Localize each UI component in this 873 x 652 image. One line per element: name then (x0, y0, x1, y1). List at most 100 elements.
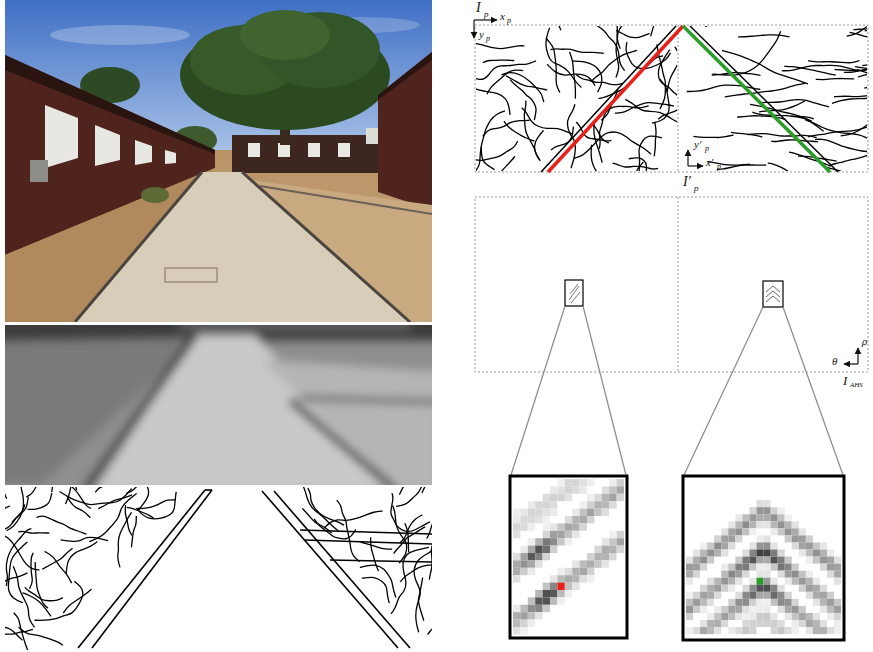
accumulator-cell (813, 599, 820, 606)
accumulator-cell (587, 494, 594, 501)
accumulator-cell (742, 592, 749, 599)
edge-curve (89, 493, 136, 541)
street-photo (278, 143, 290, 157)
accumulator-cell (834, 564, 841, 571)
accumulator-cell (707, 550, 714, 557)
accumulator-cell (771, 514, 778, 521)
accumulator-cell (609, 531, 616, 538)
accumulator-cell (749, 528, 756, 535)
accumulator-cell (707, 613, 714, 620)
accumulator-cell (550, 546, 557, 553)
edge-curve (535, 130, 544, 160)
edge-curve (66, 487, 108, 504)
accumulator-cell (735, 627, 742, 634)
accumulator-cell (827, 550, 834, 557)
accumulator-cell (520, 546, 527, 553)
accumulator-cell (792, 528, 799, 535)
edge-curve (615, 103, 674, 114)
accumulator-cell (572, 583, 579, 590)
accumulator-cell (792, 627, 799, 634)
accumulator-cell (764, 507, 771, 514)
axis-label: I′ (683, 175, 691, 189)
accumulator-cell (528, 597, 535, 604)
edge-curve (308, 488, 344, 525)
accumulator-cell (749, 542, 756, 549)
accumulator-cell (557, 538, 564, 545)
edge-curve (26, 487, 78, 497)
accumulator-cell (834, 599, 841, 606)
edge-curve (524, 101, 540, 161)
edge-curve (405, 523, 409, 552)
edge-curve (13, 566, 34, 627)
accumulator-cell (714, 542, 721, 549)
accumulator-cell (785, 599, 792, 606)
accumulator-cell (757, 542, 764, 549)
edge-curve (360, 565, 396, 598)
accumulator-cell (764, 535, 771, 542)
accumulator-cell (792, 521, 799, 528)
edge-curve (815, 139, 867, 151)
accumulator-cell (587, 479, 594, 486)
accumulator-cell (785, 627, 792, 634)
accumulator-cell (785, 557, 792, 564)
accumulator-cell (785, 535, 792, 542)
hough-space (678, 197, 679, 372)
accumulator-cell (513, 531, 520, 538)
accumulator-cell (728, 585, 735, 592)
accumulator-cell (700, 606, 707, 613)
accumulator-cell (757, 606, 764, 613)
accumulator-cell (721, 585, 728, 592)
edge-curve (492, 156, 515, 171)
accumulator-cell (707, 620, 714, 627)
edge-curve (137, 500, 175, 509)
axis-arrows (857, 348, 858, 364)
accumulator-cell (520, 627, 527, 634)
accumulator-cell (543, 501, 550, 508)
edge-curve (633, 162, 643, 171)
accumulator-cell (834, 620, 841, 627)
edge-curve (414, 548, 432, 632)
accumulator-cell (714, 620, 721, 627)
accumulator-cell (543, 605, 550, 612)
accumulator-cell (528, 509, 535, 516)
accumulator-cell (572, 509, 579, 516)
edge-curve (855, 67, 867, 70)
accumulator-cell (792, 599, 799, 606)
accumulator-cell (749, 557, 756, 564)
edge-curve (612, 163, 658, 169)
accumulator-cell (778, 521, 785, 528)
accumulator-cell (764, 592, 771, 599)
edge-curve (583, 26, 625, 71)
accumulator-cell (513, 627, 520, 634)
accumulator-cell (778, 564, 785, 571)
accumulator-cell (799, 535, 806, 542)
leader-lines (783, 307, 843, 475)
subscript: p (717, 163, 721, 171)
accumulator-cell (693, 606, 700, 613)
edge-curve (428, 595, 432, 634)
accumulator-cell (609, 538, 616, 545)
accumulator-cell (735, 521, 742, 528)
accumulator-cell (580, 486, 587, 493)
accumulator-cell (513, 509, 520, 516)
accumulator-cell (742, 564, 749, 571)
accumulator-cell (565, 523, 572, 530)
hough-space (766, 286, 780, 302)
curb-edges (262, 491, 398, 648)
accumulator-cell (813, 585, 820, 592)
accumulator-cell (749, 606, 756, 613)
accumulator-cell (721, 564, 728, 571)
edge-curve (95, 487, 119, 492)
accumulator-cell (557, 590, 564, 597)
edge-curve (63, 589, 91, 613)
accumulator-cell (617, 486, 624, 493)
accumulator-cell (764, 542, 771, 549)
accumulator-cell (513, 553, 520, 560)
edge-curve (808, 61, 859, 63)
accumulator-cell (820, 585, 827, 592)
accumulator-cell (764, 606, 771, 613)
accumulator-cell (543, 523, 550, 530)
accumulator-cell (764, 599, 771, 606)
accumulator-cell (543, 546, 550, 553)
